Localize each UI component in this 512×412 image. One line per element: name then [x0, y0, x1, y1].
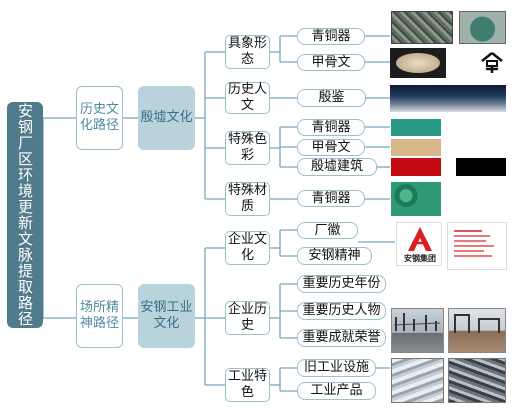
group-industrial-features: 工业特色 — [225, 368, 270, 402]
item-oracle-bone-color: 甲骨文 — [297, 139, 365, 156]
item-oracle-bone-form: 甲骨文 — [297, 54, 365, 71]
group-corporate-culture: 企业文化 — [225, 231, 270, 265]
bronze-ding-photo — [459, 11, 506, 44]
item-angang-spirit: 安钢精神 — [297, 247, 372, 265]
item-important-honors: 重要成就荣誉 — [297, 329, 386, 347]
item-bronze-color: 青铜器 — [297, 119, 365, 136]
item-old-industrial-facilities: 旧工业设施 — [297, 359, 376, 377]
item-important-figures: 重要历史人物 — [297, 302, 386, 320]
item-industrial-products: 工业产品 — [297, 382, 376, 400]
path-place-spirit: 场所精神路径 — [76, 284, 123, 348]
yinjian-photo — [390, 85, 506, 112]
item-bronze-material: 青铜器 — [297, 190, 365, 207]
theme-angang-industrial-culture: 安钢工业文化 — [138, 284, 195, 348]
group-special-materials: 特殊材质 — [225, 182, 270, 216]
bronze-color-swatch — [391, 119, 441, 136]
bronze-vessel-photo — [391, 11, 453, 44]
black-color-swatch — [456, 158, 506, 176]
angang-spirit-card — [447, 222, 507, 270]
industrial-product-photo-2 — [448, 358, 506, 403]
red-color-swatch — [391, 158, 441, 176]
root-title: 安钢厂区环境更新文脉提取路径 — [7, 102, 43, 328]
industrial-facility-photo-1 — [391, 308, 444, 353]
group-corporate-history: 企业历史 — [225, 301, 270, 335]
logo-text: 安钢集团 — [404, 254, 436, 263]
path-history-culture: 历史文化路径 — [76, 86, 123, 150]
oracle-bone-photo — [390, 48, 446, 78]
item-factory-emblem: 厂徽 — [297, 222, 358, 239]
theme-yinxu-culture: 殷墟文化 — [138, 86, 195, 150]
group-historical-humanities: 历史人文 — [225, 82, 270, 114]
oracle-glyph-icon — [476, 50, 508, 76]
industrial-product-photo-1 — [391, 358, 444, 403]
bronze-material-photo — [391, 182, 441, 216]
industrial-facility-photo-2 — [448, 308, 506, 353]
group-concrete-form: 具象形态 — [225, 35, 270, 69]
item-bronze-form: 青铜器 — [297, 28, 365, 45]
group-special-colors: 特殊色彩 — [225, 131, 270, 165]
item-yinjian: 殷鉴 — [297, 89, 366, 107]
oracle-bone-color-swatch — [391, 139, 441, 156]
angang-logo: 安钢集团 — [396, 222, 442, 266]
item-yinxu-architecture: 殷墟建筑 — [297, 158, 377, 176]
item-important-years: 重要历史年份 — [297, 275, 386, 293]
